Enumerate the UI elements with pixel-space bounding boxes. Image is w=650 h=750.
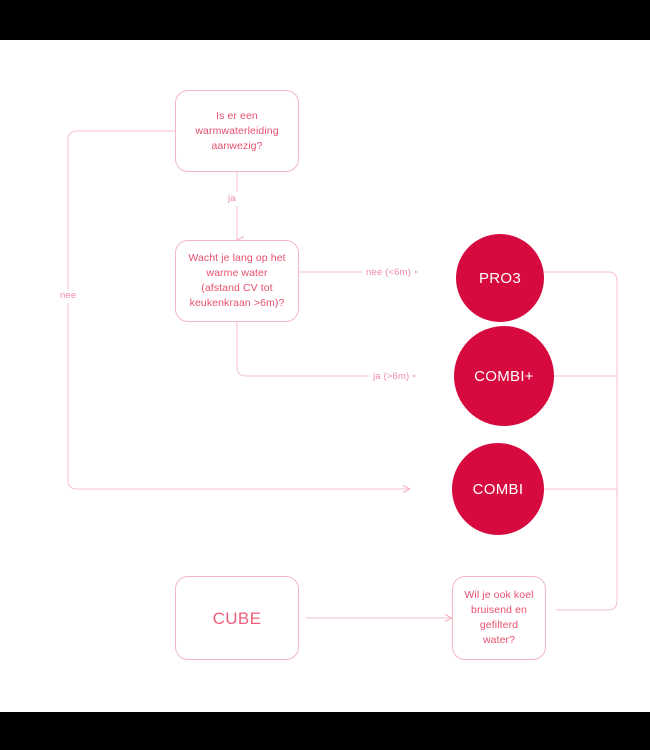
node-label: COMBI — [472, 480, 524, 498]
edge-label-nee: nee — [56, 289, 81, 303]
edge-label-nee-under-6m: nee (<6m) — [362, 266, 415, 280]
letterbox-top — [0, 0, 650, 40]
node-result-combi-plus[interactable]: COMBI+ — [454, 326, 554, 426]
node-question-hot-water-line[interactable]: Is er een warmwaterleiding aanwezig? — [175, 90, 299, 172]
node-label: Wil je ook koel bruisend en gefilterd wa… — [464, 589, 534, 646]
node-label: Wacht je lang op het warme water (afstan… — [188, 252, 286, 309]
node-label: COMBI+ — [474, 367, 534, 385]
node-question-wait-time[interactable]: Wacht je lang op het warme water (afstan… — [175, 240, 299, 322]
node-label: Is er een warmwaterleiding aanwezig? — [195, 109, 279, 152]
letterbox-bottom — [0, 712, 650, 750]
node-result-pro3[interactable]: PRO3 — [456, 234, 544, 322]
edge-q2-to-combiplus — [236, 322, 415, 376]
node-question-sparkling-filtered[interactable]: Wil je ook koel bruisend en gefilterd wa… — [452, 576, 546, 660]
flowchart-canvas: Is er een warmwaterleiding aanwezig? Wac… — [0, 40, 650, 712]
edge-label-ja-over-6m: ja (>6m) — [369, 370, 414, 384]
node-label: PRO3 — [478, 269, 522, 287]
edge-pro3-to-rail — [544, 271, 618, 611]
node-result-combi[interactable]: COMBI — [452, 443, 544, 535]
edge-q1-to-combi — [67, 130, 410, 489]
edge-label-ja: ja — [224, 192, 240, 206]
node-label: CUBE — [212, 608, 262, 628]
node-result-cube[interactable]: CUBE — [175, 576, 299, 660]
connector-layer — [67, 130, 618, 712]
